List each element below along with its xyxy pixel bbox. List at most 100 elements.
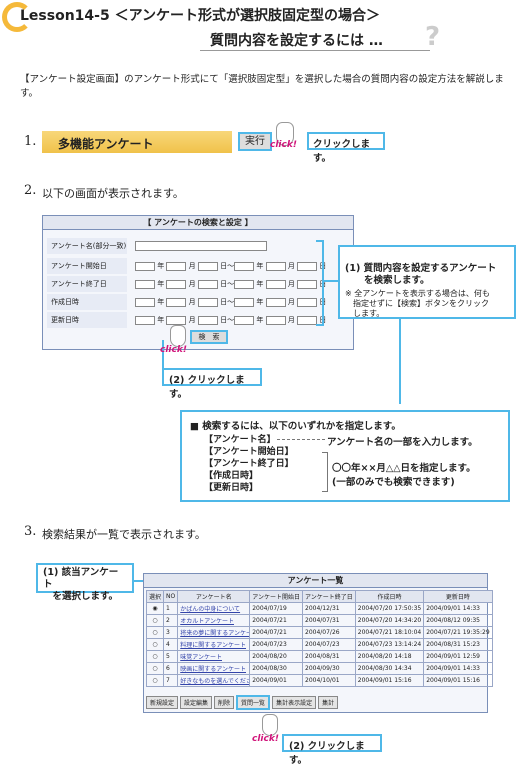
row-no: 5: [163, 650, 179, 663]
field-updated-row: 更新日時 年 月 日～ 年 月 日: [47, 312, 349, 328]
row-no: 1: [163, 602, 179, 615]
search-button[interactable]: 検 索: [190, 330, 228, 344]
table-cell: 2004/08/12 09:35: [423, 614, 493, 627]
search-panel: 【 アンケートの検索と設定 】 アンケート名(部分一致) アンケート開始日 年 …: [42, 215, 354, 350]
col-header: アンケート終了日: [302, 590, 356, 603]
info-b: 〇〇年××月△△日を指定します。: [332, 463, 476, 474]
row-no: 6: [163, 662, 179, 675]
info-item: 【アンケート開始日】: [204, 447, 294, 457]
col-header: NO: [163, 590, 179, 603]
mouse-icon: [276, 122, 294, 146]
table-cell: 2004/08/30: [249, 662, 303, 675]
click-icon: click!: [252, 734, 279, 744]
field-label: アンケート開始日: [47, 258, 127, 274]
table-cell: 2004/09/01 12:59: [423, 650, 493, 663]
toolbar-button[interactable]: 新規設定: [146, 696, 179, 709]
table-header-row: 選択 NO アンケート名 アンケート開始日 アンケート終了日 作成日時 更新日時: [145, 590, 493, 603]
table-cell: 2004/08/30 14:34: [354, 662, 425, 675]
info-item: 【更新日時】: [204, 483, 259, 493]
table-cell: 2004/08/20: [249, 650, 303, 663]
select-radio[interactable]: ○: [145, 650, 165, 663]
field-bracket: [316, 240, 324, 326]
survey-link[interactable]: 映画に関するアンケート: [177, 662, 251, 675]
survey-link[interactable]: かばんの中身について: [177, 602, 251, 615]
table-cell: 2004/07/31: [302, 614, 356, 627]
date-range[interactable]: 年 月 日～ 年 月 日: [135, 276, 326, 292]
select-radio[interactable]: ○: [145, 614, 165, 627]
lesson-subtitle: 質問内容を設定するには …: [210, 33, 383, 49]
survey-link[interactable]: 好きなものを選んでください: [177, 674, 251, 687]
select-radio[interactable]: ○: [145, 674, 165, 687]
connector: [162, 340, 164, 368]
toolbar-button[interactable]: 集計: [318, 696, 339, 709]
header-rule: [200, 50, 430, 51]
table-cell: 2004/08/20 14:18: [354, 650, 425, 663]
table-cell: 2004/09/01: [249, 674, 303, 687]
table-cell: 2004/07/23: [302, 638, 356, 651]
search-panel-title: 【 アンケートの検索と設定 】: [43, 216, 353, 230]
question-mark-icon: ?: [425, 22, 441, 52]
select-radio[interactable]: ○: [145, 626, 165, 639]
info-item: 【作成日時】: [204, 471, 259, 481]
step3-text: 検索結果が一覧で表示されます。: [42, 528, 206, 541]
table-cell: 2004/07/23 13:14:24: [354, 638, 425, 651]
info-a: アンケート名の一部を入力します。: [327, 437, 478, 448]
table-cell: 2004/08/31: [302, 650, 356, 663]
info-item: 【アンケート名】: [204, 435, 276, 445]
info-bracket: [322, 452, 328, 492]
survey-link[interactable]: オカルトアンケート: [177, 614, 251, 627]
table-cell: 2004/07/21: [249, 614, 303, 627]
col-header: アンケート開始日: [249, 590, 303, 603]
table-cell: 2004/07/20 17:50:35: [354, 602, 425, 615]
date-range[interactable]: 年 月 日～ 年 月 日: [135, 312, 326, 328]
table-cell: 2004/08/31 15:23: [423, 638, 493, 651]
step3-number: 3.: [24, 524, 37, 539]
table-row: ○7好きなものを選んでください2004/09/012004/10/012004/…: [145, 674, 493, 687]
row-no: 2: [163, 614, 179, 627]
select-radio[interactable]: ◉: [145, 602, 165, 615]
select-radio[interactable]: ○: [145, 662, 165, 675]
step1-number: 1.: [24, 134, 37, 149]
decorative-circle: [2, 2, 32, 32]
step2-note1-title: (1) 質問内容を設定するアンケート を検索します。: [345, 263, 497, 286]
toolbar-button[interactable]: 質問一覧: [236, 695, 271, 710]
results-title: アンケート一覧: [144, 574, 487, 588]
info-item: 【アンケート終了日】: [204, 459, 294, 469]
table-cell: 2004/12/31: [302, 602, 356, 615]
field-start-row: アンケート開始日 年 月 日～ 年 月 日: [47, 258, 349, 274]
table-cell: 2004/07/23: [249, 638, 303, 651]
date-range[interactable]: 年 月 日～ 年 月 日: [135, 258, 326, 274]
date-range[interactable]: 年 月 日～ 年 月 日: [135, 294, 326, 310]
table-cell: 2004/07/20 14:34:20: [354, 614, 425, 627]
table-cell: 2004/10/01: [302, 674, 356, 687]
click-icon: click!: [270, 140, 297, 150]
table-cell: 2004/07/21 18:10:04: [354, 626, 425, 639]
toolbar-button[interactable]: 集計表示設定: [272, 696, 317, 709]
lesson-title: Lesson14-5 ＜アンケート形式が選択肢固定型の場合＞: [20, 8, 381, 24]
toolbar-button[interactable]: 設定編集: [180, 696, 213, 709]
table-cell: 2004/09/01 15:16: [423, 674, 493, 687]
col-header: アンケート名: [177, 590, 251, 603]
table-cell: 2004/07/19: [249, 602, 303, 615]
survey-link[interactable]: 味覚アンケート: [177, 650, 251, 663]
select-radio[interactable]: ○: [145, 638, 165, 651]
connector: [324, 280, 342, 282]
info-c: (一部のみでも検索できます): [332, 477, 455, 488]
survey-link[interactable]: 料理に関するアンケート: [177, 638, 251, 651]
survey-link[interactable]: 将来の夢に関するアンケート: [177, 626, 251, 639]
table-cell: 2004/09/01 14:33: [423, 662, 493, 675]
name-input[interactable]: [135, 241, 267, 251]
dash-line: [277, 439, 325, 440]
search-info-box: ■ 検索するには、以下のいずれかを指定します。 【アンケート名】 【アンケート開…: [180, 410, 510, 502]
connector: [399, 318, 401, 404]
execute-button[interactable]: 実行: [238, 132, 272, 151]
intro-text: 【アンケート設定画面】のアンケート形式にて「選択肢固定型」を選択した場合の質問内…: [20, 74, 504, 99]
step2-note1-sub: ※ 全アンケートを表示する場合は、何も 指定せずに【検索】ボタンをクリック しま…: [345, 289, 490, 318]
table-cell: 2004/09/30: [302, 662, 356, 675]
toolbar-button[interactable]: 削除: [214, 696, 235, 709]
info-list: 【アンケート名】 【アンケート開始日】 【アンケート終了日】 【作成日時】 【更…: [204, 434, 294, 494]
